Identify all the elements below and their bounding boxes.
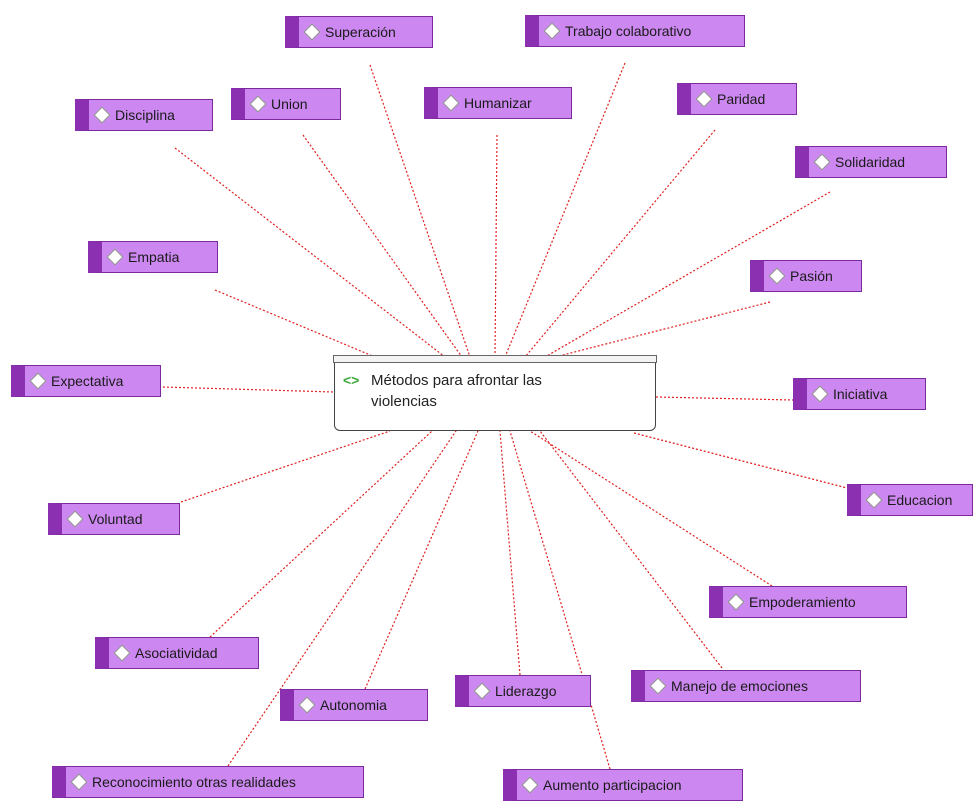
- node-label: Aumento participacion: [543, 777, 682, 793]
- diamond-icon: [113, 644, 131, 662]
- node-label: Humanizar: [464, 95, 532, 111]
- connector-line-14: [209, 430, 433, 638]
- node-liderazgo[interactable]: Liderazgo: [455, 675, 591, 707]
- node-educacion[interactable]: Educacion: [847, 484, 973, 516]
- central-topic-title: Métodos para afrontar las violencias: [371, 372, 542, 410]
- node-label: Voluntad: [88, 511, 143, 527]
- diamond-icon: [442, 94, 460, 112]
- node-solidaridad[interactable]: Solidaridad: [795, 146, 947, 178]
- connector-line-19: [509, 430, 611, 770]
- node-label: Solidaridad: [835, 154, 906, 170]
- node-label: Asociatividad: [135, 645, 218, 661]
- node-label: Autonomia: [320, 697, 387, 713]
- diamond-icon: [249, 95, 267, 113]
- connector-line-3: [302, 134, 463, 358]
- node-humanizar[interactable]: Humanizar: [424, 87, 572, 119]
- diamond-icon: [521, 776, 539, 794]
- node-label: Iniciativa: [833, 386, 888, 402]
- connector-line-10: [655, 396, 794, 401]
- node-label: Disciplina: [115, 107, 175, 123]
- node-aumento-participacion[interactable]: Aumento participacion: [503, 769, 743, 801]
- connector-line-13: [529, 430, 773, 587]
- diamond-icon: [865, 491, 883, 509]
- node-asociatividad[interactable]: Asociatividad: [95, 637, 259, 669]
- diamond-icon: [303, 23, 321, 41]
- node-trabajo-colaborativo[interactable]: Trabajo colaborativo: [525, 15, 745, 47]
- node-label: Manejo de emociones: [671, 678, 808, 694]
- connector-line-17: [364, 430, 479, 690]
- node-reconocimiento-otras-realidades[interactable]: Reconocimiento otras realidades: [52, 766, 364, 798]
- diamond-icon: [473, 682, 491, 700]
- node-label: Paridad: [717, 91, 766, 107]
- node-empoderamiento[interactable]: Empoderamiento: [709, 586, 907, 618]
- connector-line-16: [499, 430, 521, 676]
- connector-line-8: [554, 301, 771, 358]
- connector-line-12: [180, 430, 391, 503]
- node-label: Expectativa: [51, 373, 124, 389]
- node-disciplina[interactable]: Disciplina: [75, 99, 213, 131]
- diamond-icon: [543, 22, 561, 40]
- node-union[interactable]: Union: [231, 88, 341, 120]
- diamond-icon: [768, 267, 786, 285]
- connector-line-2: [174, 147, 446, 358]
- node-expectativa[interactable]: Expectativa: [11, 365, 161, 397]
- diamond-icon: [70, 773, 88, 791]
- connector-line-6: [544, 191, 831, 358]
- diamond-icon: [298, 696, 316, 714]
- connector-line-18: [227, 430, 457, 767]
- node-label: Empatia: [128, 249, 180, 265]
- node-label: Trabajo colaborativo: [565, 23, 692, 39]
- node-superacion[interactable]: Superación: [285, 16, 433, 48]
- connector-line-4: [494, 134, 498, 358]
- double-diamond-icon: <>: [343, 372, 360, 388]
- node-label: Union: [271, 96, 308, 112]
- node-iniciativa[interactable]: Iniciativa: [793, 378, 926, 410]
- node-label: Superación: [325, 24, 396, 40]
- diamond-icon: [649, 677, 667, 695]
- node-label: Empoderamiento: [749, 594, 856, 610]
- central-topic-cap: [333, 355, 657, 363]
- connector-line-9: [162, 386, 335, 393]
- connector-line-0: [369, 64, 471, 358]
- diamond-icon: [106, 248, 124, 266]
- node-paridad[interactable]: Paridad: [677, 83, 797, 115]
- connector-line-5: [524, 129, 716, 358]
- node-voluntad[interactable]: Voluntad: [48, 503, 180, 535]
- connector-line-7: [214, 289, 376, 358]
- diamond-icon: [695, 90, 713, 108]
- connector-line-15: [539, 430, 723, 669]
- diamond-icon: [813, 153, 831, 171]
- diamond-icon: [29, 372, 47, 390]
- diamond-icon: [66, 510, 84, 528]
- connector-line-1: [504, 62, 626, 358]
- node-empatia[interactable]: Empatia: [88, 241, 218, 273]
- node-label: Educacion: [887, 492, 953, 508]
- node-autonomia[interactable]: Autonomia: [280, 689, 428, 721]
- node-label: Pasión: [790, 268, 833, 284]
- central-topic[interactable]: <> Métodos para afrontar las violencias: [333, 355, 657, 431]
- diamond-icon: [811, 385, 829, 403]
- node-manejo-de-emociones[interactable]: Manejo de emociones: [631, 670, 861, 702]
- node-label: Liderazgo: [495, 683, 557, 699]
- connector-line-11: [633, 432, 848, 489]
- node-label: Reconocimiento otras realidades: [92, 774, 296, 790]
- diamond-icon: [93, 106, 111, 124]
- node-pasion[interactable]: Pasión: [750, 260, 862, 292]
- diamond-icon: [727, 593, 745, 611]
